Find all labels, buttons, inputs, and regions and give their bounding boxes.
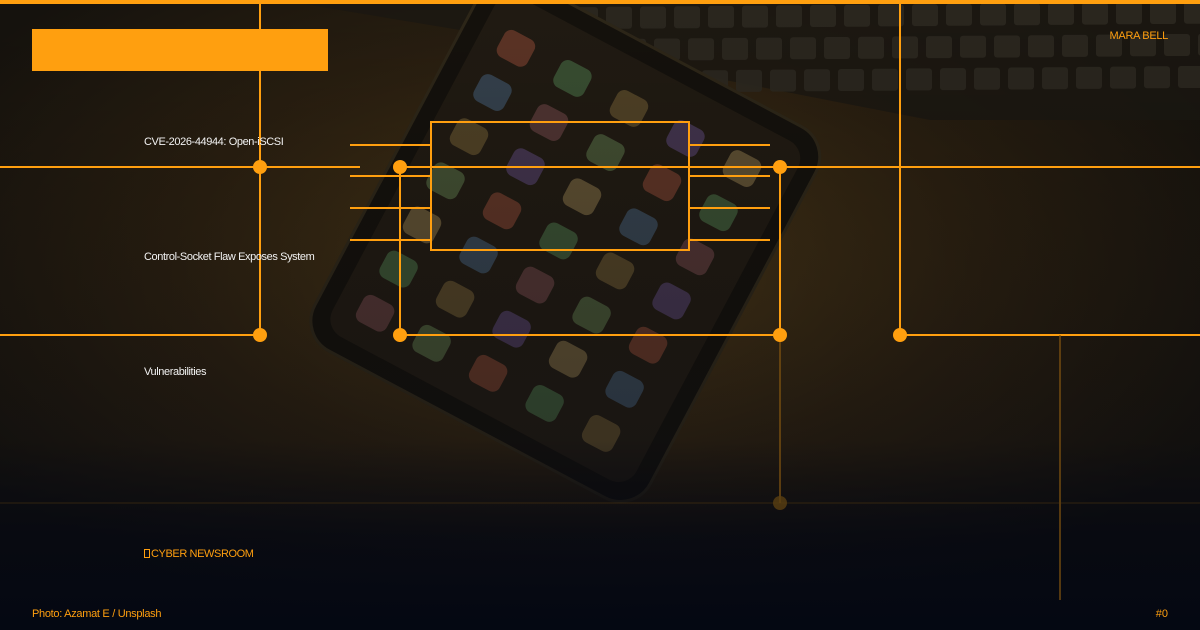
bookmark-icon <box>144 549 150 558</box>
photo-credit: Photo: Azamat E / Unsplash <box>32 608 162 620</box>
page-number: #0 <box>1155 608 1168 620</box>
title-accent-block <box>32 29 328 71</box>
brand-label: CYBER NEWSROOM <box>144 548 254 560</box>
author-name: MARA BELL <box>1109 30 1169 42</box>
top-accent-bar <box>0 0 1200 4</box>
headline-line-1: CVE-2026-44944: Open-iSCSI <box>144 136 284 148</box>
headline-line-3: Vulnerabilities <box>144 366 207 378</box>
brand-name: CYBER NEWSROOM <box>151 548 254 560</box>
headline-line-2: Control-Socket Flaw Exposes System <box>144 251 315 263</box>
